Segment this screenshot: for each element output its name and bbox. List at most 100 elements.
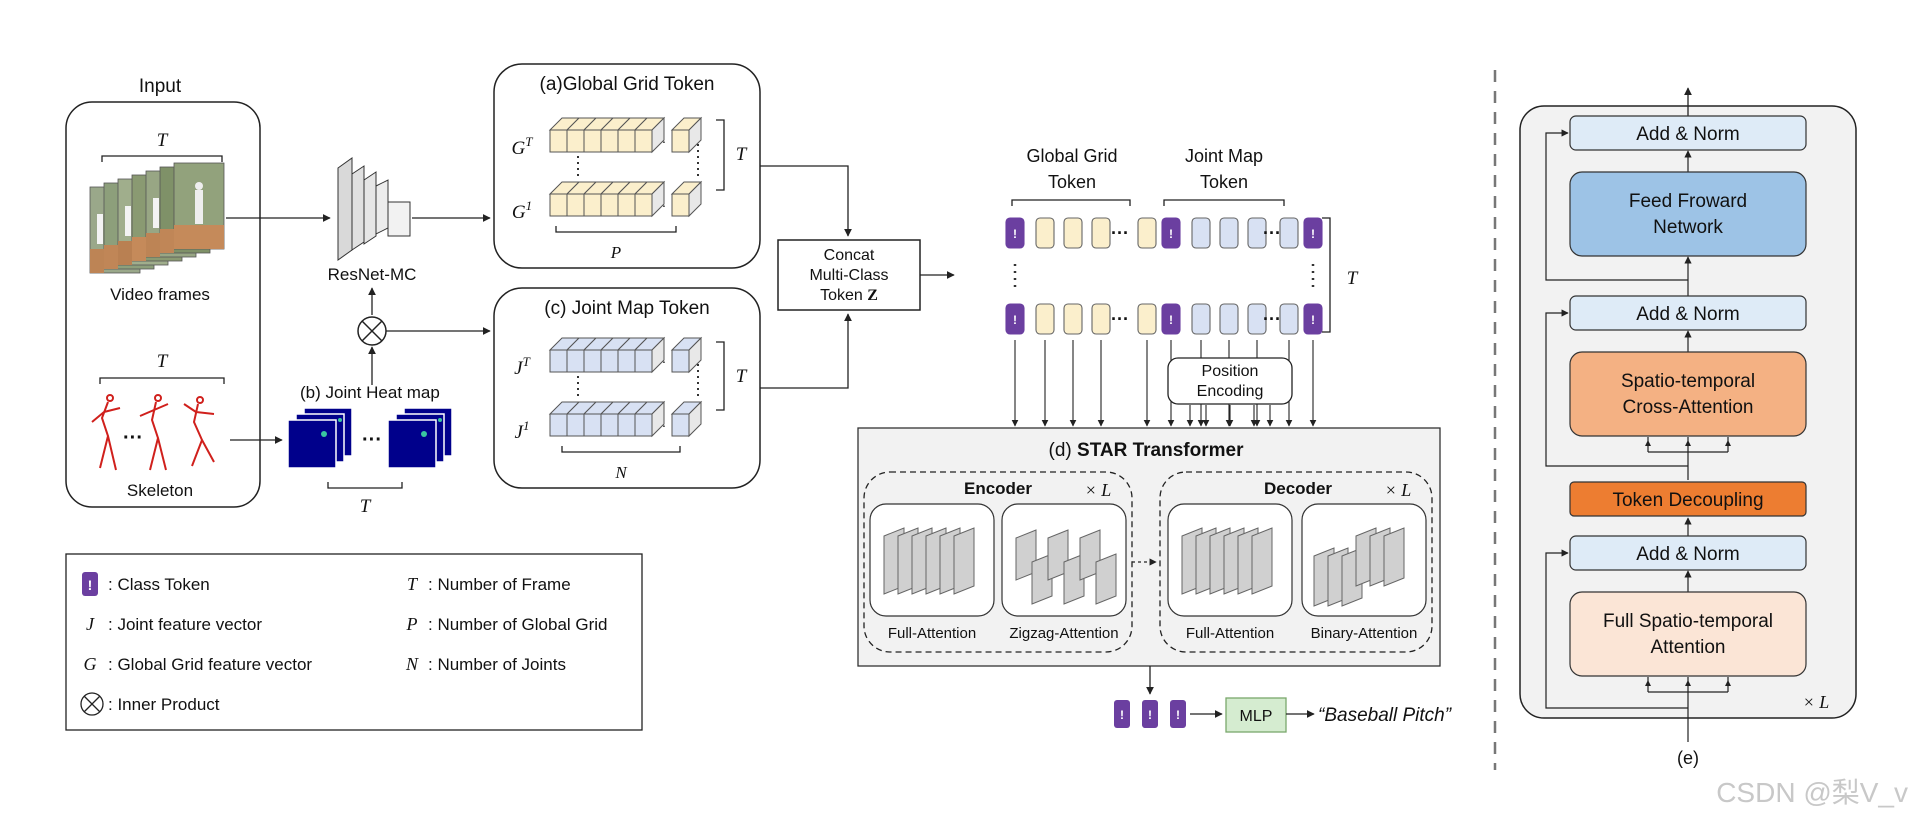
class-token-glyph: ! (1013, 227, 1017, 241)
grid-token (1063, 303, 1083, 335)
add-norm-top-label: Add & Norm (1636, 124, 1739, 145)
svg-text:Token Z: Token Z (820, 287, 878, 304)
star-transformer-panel: (d) STAR Transformer Encoder × L Full-At… (857, 427, 1441, 667)
output-class-token (1170, 700, 1186, 728)
add-norm-top (1569, 115, 1807, 151)
joint-last-side-1 (688, 400, 702, 438)
class-token (1161, 303, 1181, 335)
skeleton-label: Skeleton (127, 481, 193, 500)
heatmap-t-symbol: T (360, 496, 372, 517)
position-encoding-1: Position (1202, 363, 1259, 380)
full-st-attention-label-2: Attention (1651, 637, 1726, 658)
grid-last-face-0 (671, 129, 690, 153)
concat-line1: Concat (824, 247, 875, 264)
class-token (1005, 303, 1025, 335)
joint-token (1279, 303, 1299, 335)
output-class-token (1142, 700, 1158, 728)
global-grid-label-2: Token (1048, 172, 1096, 192)
svg-text:J1: J1 (515, 418, 530, 443)
grid-last-side-0 (688, 116, 702, 154)
output-class-glyph: ! (1176, 708, 1180, 722)
joint-map-title: (c) Joint Map Token (544, 298, 709, 319)
joint-map-label-1: Joint Map (1185, 146, 1263, 166)
joint-token (1219, 303, 1239, 335)
joint-row-top (548, 336, 666, 374)
grid-token (1091, 217, 1111, 249)
legend-class-token-icon (82, 572, 98, 596)
video-t-symbol: T (157, 130, 169, 151)
global-grid-title: (a)Global Grid Token (540, 74, 715, 95)
skeleton-figures (91, 394, 215, 471)
cross-attention-box (1569, 351, 1807, 437)
add-norm-middle-label: Add & Norm (1636, 304, 1739, 325)
token-decoupling-box (1569, 481, 1807, 517)
grid-row-bottom (548, 180, 666, 218)
joint-h-ellipsis-0: · (662, 353, 667, 369)
skeleton-t-symbol: T (157, 351, 169, 372)
legend-grid: : Number of Global Grid (428, 615, 608, 634)
block-e-label: (e) (1677, 748, 1699, 768)
video-frames-label: Video frames (110, 285, 210, 304)
grid-token (1137, 217, 1157, 249)
class-token (1161, 217, 1181, 249)
token-row-ellipsis: ··· (1111, 309, 1129, 329)
full-st-attention-label-1: Full Spatio-temporal (1603, 611, 1773, 632)
full-attention-dec-icon (1181, 527, 1273, 595)
joint-last-face-1 (671, 413, 690, 437)
encoder-times-l: × L (1085, 480, 1112, 500)
grid-h-ellipsis-1: · (662, 197, 667, 213)
token-row-ellipsis: ··· (1111, 223, 1129, 243)
output-class-glyph: ! (1148, 708, 1152, 722)
class-token-glyph: ! (1169, 227, 1173, 241)
joint-map-token-panel: (c) Joint Map Token JT J1 ·· T N (493, 287, 761, 489)
grid-h-ellipsis-0: · (662, 133, 667, 149)
grid-token (1063, 217, 1083, 249)
mlp-label: MLP (1240, 708, 1273, 725)
joint-t-symbol: T (736, 366, 748, 387)
tokens-t-symbol: T (1347, 268, 1359, 289)
video-frames-image (89, 162, 225, 274)
class-token (1303, 303, 1323, 335)
legend: ! : Class Token J : Joint feature vector… (65, 553, 643, 731)
decoder-label: Decoder (1264, 479, 1332, 498)
joint-token (1247, 303, 1267, 335)
legend-joints: : Number of Joints (428, 655, 566, 674)
class-token-glyph: ! (1169, 313, 1173, 327)
joint-n-symbol: N (614, 463, 628, 482)
position-encoding-2: Encoding (1197, 383, 1264, 400)
block-times-l: × L (1803, 692, 1830, 712)
joint-map-label-2: Token (1200, 172, 1248, 192)
svg-text:G1: G1 (512, 198, 532, 223)
class-token-glyph: ! (1013, 313, 1017, 327)
grid-token (1035, 303, 1055, 335)
concat-line2: Multi-Class (809, 267, 888, 284)
grid-token (1137, 303, 1157, 335)
input-title: Input (139, 76, 182, 97)
class-token (1303, 217, 1323, 249)
cross-attention-label-1: Spatio-temporal (1621, 371, 1755, 392)
decoder-box (1159, 471, 1433, 653)
decoder-times-l: × L (1385, 480, 1412, 500)
legend-global: : Global Grid feature vector (108, 655, 312, 674)
legend-joints-sym: N (405, 654, 419, 674)
resnet-label: ResNet-MC (328, 265, 417, 284)
full-st-attention-box (1569, 591, 1807, 677)
joint-token (1279, 217, 1299, 249)
jT-sup: T (523, 354, 531, 369)
zigzag-attention-icon (1015, 529, 1117, 605)
g1-base: G (512, 202, 526, 223)
g1-sup: 1 (526, 198, 533, 213)
full-attention-enc-icon (883, 527, 975, 595)
jT-base: J (514, 358, 524, 379)
joint-last-face-0 (671, 349, 690, 373)
grid-token (1091, 303, 1111, 335)
legend-frame: : Number of Frame (428, 575, 571, 594)
input-panel: Input T Video frames T (65, 76, 261, 508)
global-grid-token-panel: (a)Global Grid Token GT G1 ·· T P (493, 63, 761, 269)
gT-base: G (512, 138, 526, 159)
zigzag-attention-label: Zigzag-Attention (1009, 625, 1118, 642)
legend-joint: : Joint feature vector (108, 615, 262, 634)
output-class-token (1114, 700, 1130, 728)
transformer-block-e: Add & Norm Feed Froward Network Add & No… (1519, 87, 1857, 768)
